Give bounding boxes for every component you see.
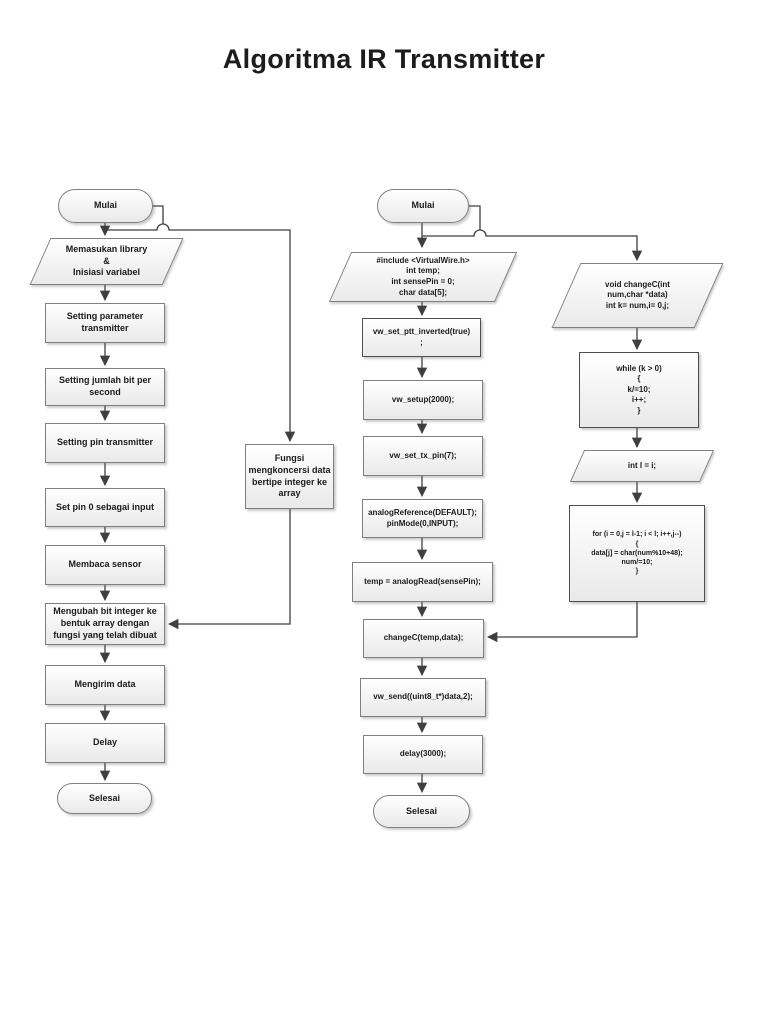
node-setting-bitrate: Setting jumlah bit per second [45,368,165,406]
node-while-loop: while (k > 0) { k/=10; i++; } [579,352,699,428]
node-vw-setup: vw_setup(2000); [363,380,483,420]
arrow-helper-to-mengubah [167,509,291,630]
connector-mid-start-loop [468,205,481,230]
node-input-library: Memasukan library & Inisiasi variabel [29,238,184,285]
node-mengubah-array: Mengubah bit integer ke bentuk array den… [45,603,165,645]
node-changec-call: changeC(temp,data); [363,619,484,658]
node-delay-3000: delay(3000); [363,735,483,774]
node-delay: Delay [45,723,165,763]
node-mengirim-data: Mengirim data [45,665,165,705]
node-fungsi-konversi: Fungsi mengkoncersi data bertipe integer… [245,444,334,509]
node-analog-reference: analogReference(DEFAULT); pinMode(0,INPU… [362,499,483,538]
arrow-for-to-changec-call [486,602,638,643]
node-include-declarations: #include <VirtualWire.h> int temp; int s… [328,252,518,302]
node-end-middle: Selesai [373,795,470,828]
node-vw-set-tx-pin: vw_set_tx_pin(7); [363,436,483,476]
node-analog-read: temp = analogRead(sensePin); [352,562,493,602]
node-set-pin-input: Set pin 0 sebagai input [45,488,165,527]
node-end-left: Selesai [57,783,152,814]
node-membaca-sensor: Membaca sensor [45,545,165,585]
diagram-title: Algoritma IR Transmitter [222,44,546,74]
node-vw-set-ptt: vw_set_ptt_inverted(true) ; [362,318,481,357]
node-vw-send: vw_send((uint8_t*)data,2); [360,678,486,717]
connector-left-start-loop [152,205,164,224]
node-changec-definition: void changeC(int num,char *data) int k= … [551,263,724,328]
node-for-loop: for (i = 0,j = l-1; i < l; i++,j--) { da… [569,505,705,602]
node-start-left: Mulai [58,189,153,223]
node-int-l: int l = i; [569,450,715,482]
node-setting-parameter: Setting parameter transmitter [45,303,165,343]
node-setting-pin-transmitter: Setting pin transmitter [45,423,165,463]
node-start-middle: Mulai [377,189,469,223]
